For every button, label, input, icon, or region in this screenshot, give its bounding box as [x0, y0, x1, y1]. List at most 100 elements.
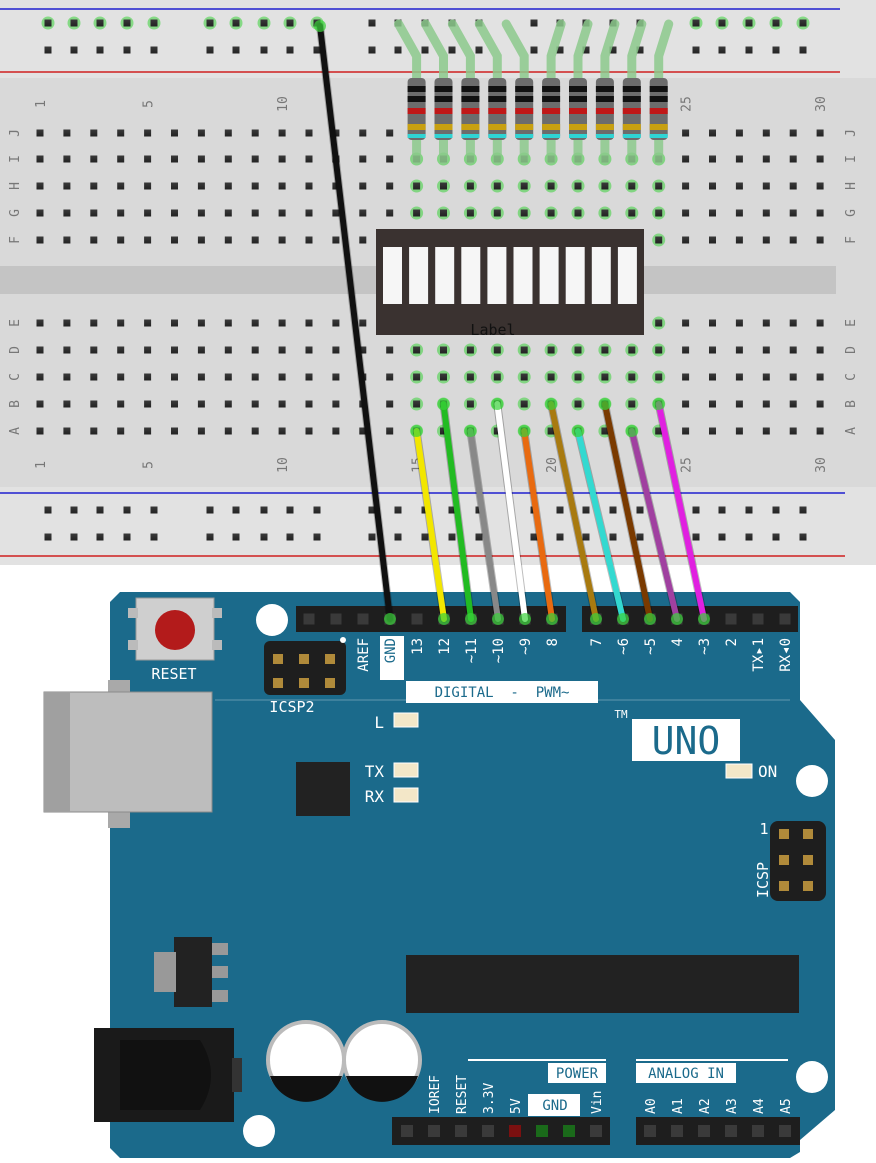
breadboard-hole[interactable]: [251, 155, 259, 163]
breadboard-hole[interactable]: [359, 319, 367, 327]
breadboard-hole[interactable]: [171, 209, 178, 217]
breadboard-hole[interactable]: [789, 236, 797, 244]
breadboard-hole[interactable]: [718, 533, 726, 541]
header-pin[interactable]: [325, 654, 335, 664]
breadboard-hole[interactable]: [745, 506, 753, 514]
breadboard-hole[interactable]: [117, 182, 125, 190]
breadboard-hole[interactable]: [144, 319, 152, 327]
breadboard-hole[interactable]: [96, 506, 104, 514]
breadboard-hole[interactable]: [224, 155, 232, 163]
header-pin[interactable]: [325, 678, 335, 688]
breadboard-hole[interactable]: [709, 400, 716, 408]
breadboard-hole[interactable]: [251, 319, 259, 327]
breadboard-hole[interactable]: [582, 533, 590, 541]
breadboard-hole[interactable]: [90, 129, 98, 137]
breadboard-hole[interactable]: [36, 155, 44, 163]
breadboard-hole[interactable]: [117, 129, 125, 137]
breadboard-hole[interactable]: [171, 129, 178, 137]
breadboard-hole[interactable]: [816, 236, 824, 244]
breadboard-hole[interactable]: [224, 373, 232, 381]
breadboard-hole[interactable]: [90, 400, 98, 408]
breadboard-hole[interactable]: [682, 236, 690, 244]
breadboard-hole[interactable]: [799, 46, 807, 54]
breadboard-hole[interactable]: [709, 155, 716, 163]
reset-button[interactable]: [128, 597, 222, 661]
breadboard-hole[interactable]: [421, 533, 429, 541]
breadboard-hole[interactable]: [278, 400, 286, 408]
header-pin[interactable]: [303, 613, 315, 625]
breadboard-hole[interactable]: [692, 533, 700, 541]
breadboard-hole[interactable]: [466, 400, 474, 408]
breadboard-hole[interactable]: [90, 236, 98, 244]
breadboard-hole[interactable]: [682, 182, 690, 190]
breadboard-hole[interactable]: [493, 373, 501, 381]
breadboard-hole[interactable]: [816, 346, 824, 354]
breadboard-hole[interactable]: [197, 182, 205, 190]
breadboard-hole[interactable]: [413, 182, 421, 190]
wire-pin-6[interactable]: [575, 428, 626, 622]
header-pin[interactable]: [455, 1125, 467, 1137]
header-pin[interactable]: [803, 829, 813, 839]
breadboard-hole[interactable]: [144, 129, 152, 137]
breadboard-hole[interactable]: [628, 346, 636, 354]
breadboard-hole[interactable]: [90, 209, 98, 217]
breadboard-hole[interactable]: [117, 155, 125, 163]
breadboard-hole[interactable]: [655, 236, 663, 244]
breadboard-hole[interactable]: [735, 129, 743, 137]
header-pin[interactable]: [482, 1125, 494, 1137]
breadboard-hole[interactable]: [692, 506, 700, 514]
header-pin[interactable]: [779, 1125, 791, 1137]
breadboard-hole[interactable]: [117, 400, 125, 408]
breadboard-hole[interactable]: [574, 182, 582, 190]
breadboard-hole[interactable]: [305, 400, 313, 408]
breadboard-hole[interactable]: [574, 373, 582, 381]
breadboard-hole[interactable]: [63, 319, 71, 327]
breadboard-hole[interactable]: [709, 209, 716, 217]
breadboard-hole[interactable]: [816, 373, 824, 381]
breadboard-hole[interactable]: [601, 427, 609, 435]
breadboard-hole[interactable]: [386, 182, 394, 190]
breadboard-hole[interactable]: [117, 346, 125, 354]
breadboard-hole[interactable]: [278, 427, 286, 435]
wire-pin-8[interactable]: [521, 428, 555, 622]
breadboard-hole[interactable]: [421, 506, 429, 514]
breadboard-hole[interactable]: [171, 346, 178, 354]
breadboard-hole[interactable]: [278, 373, 286, 381]
breadboard-hole[interactable]: [224, 346, 232, 354]
breadboard-hole[interactable]: [789, 182, 797, 190]
breadboard-hole[interactable]: [305, 319, 313, 327]
breadboard-hole[interactable]: [144, 427, 152, 435]
breadboard-hole[interactable]: [745, 46, 753, 54]
breadboard-hole[interactable]: [206, 506, 214, 514]
breadboard-hole[interactable]: [493, 427, 501, 435]
breadboard-hole[interactable]: [144, 373, 152, 381]
breadboard-hole[interactable]: [772, 506, 780, 514]
breadboard-hole[interactable]: [260, 533, 268, 541]
breadboard-hole[interactable]: [440, 209, 447, 217]
wire-pin-11[interactable]: [440, 401, 474, 622]
breadboard-hole[interactable]: [171, 427, 178, 435]
breadboard-hole[interactable]: [655, 182, 663, 190]
breadboard-hole[interactable]: [709, 373, 716, 381]
breadboard-hole[interactable]: [332, 346, 340, 354]
breadboard-hole[interactable]: [63, 155, 71, 163]
breadboard-hole[interactable]: [332, 129, 340, 137]
breadboard-hole[interactable]: [278, 346, 286, 354]
breadboard-hole[interactable]: [36, 236, 44, 244]
breadboard-hole[interactable]: [150, 19, 158, 27]
breadboard-hole[interactable]: [260, 19, 268, 27]
breadboard-hole[interactable]: [332, 236, 340, 244]
breadboard-hole[interactable]: [251, 373, 259, 381]
breadboard-hole[interactable]: [90, 427, 98, 435]
breadboard-hole[interactable]: [601, 182, 609, 190]
breadboard-hole[interactable]: [816, 129, 824, 137]
header-pin[interactable]: [357, 613, 369, 625]
breadboard-hole[interactable]: [789, 427, 797, 435]
breadboard-hole[interactable]: [286, 19, 294, 27]
breadboard-hole[interactable]: [368, 46, 376, 54]
breadboard-hole[interactable]: [601, 346, 609, 354]
breadboard-hole[interactable]: [789, 346, 797, 354]
breadboard-hole[interactable]: [682, 346, 690, 354]
breadboard-hole[interactable]: [150, 533, 158, 541]
header-pin[interactable]: [779, 829, 789, 839]
